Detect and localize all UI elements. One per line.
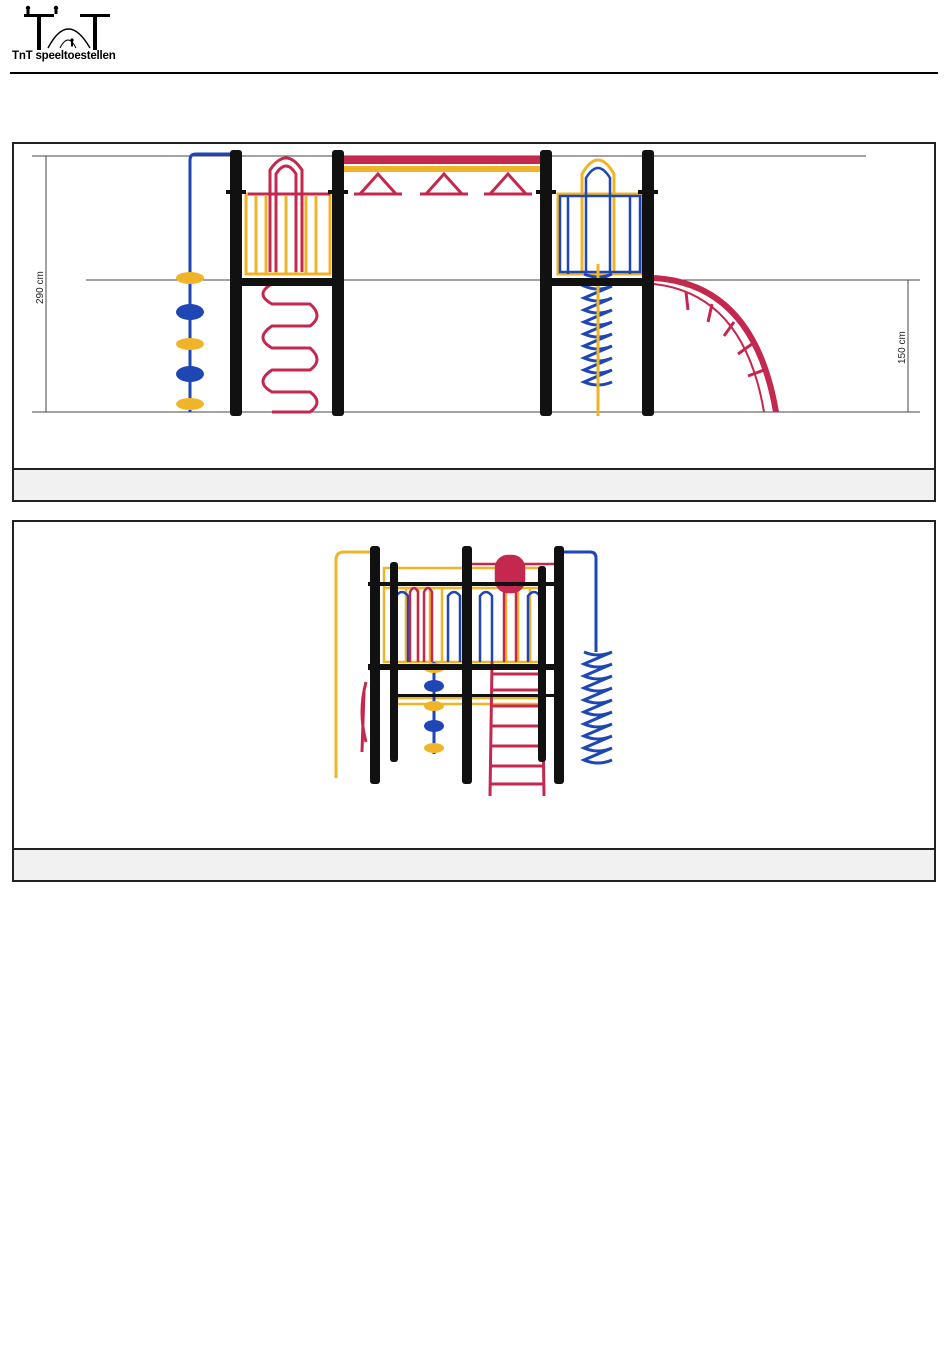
front-view-drawing — [14, 522, 934, 850]
logo-mark-icon — [10, 4, 140, 52]
header-divider — [10, 72, 938, 74]
right-tower-blue-rail — [560, 168, 640, 274]
curved-slide — [654, 278, 776, 412]
red-railings — [410, 556, 554, 662]
company-logo: TnT speeltoestellen — [10, 4, 140, 66]
side-view-drawing: 290 cm 150 cm — [14, 144, 934, 470]
left-tower-arch — [248, 158, 330, 272]
side-view-panel: 290 cm 150 cm — [12, 142, 936, 502]
left-yellow-pole — [336, 552, 370, 778]
dimension-lines — [32, 156, 920, 412]
wave-climber — [263, 284, 317, 412]
side-wave-climber — [362, 682, 366, 752]
side-view-caption-bar — [14, 468, 934, 500]
disc-climber — [176, 268, 204, 412]
front-spiral-climber — [584, 652, 612, 763]
front-ladder — [490, 662, 544, 796]
left-blue-pole — [190, 154, 232, 268]
front-view-caption-bar — [14, 848, 934, 880]
front-disc-climber — [424, 662, 444, 754]
height-platform-label: 150 cm — [897, 331, 908, 364]
monkey-bars — [338, 156, 544, 194]
height-total-label: 290 cm — [35, 271, 46, 304]
front-view-panel — [12, 520, 936, 882]
left-tower-rail — [246, 194, 330, 274]
company-name: TnT speeltoestellen — [12, 50, 116, 62]
